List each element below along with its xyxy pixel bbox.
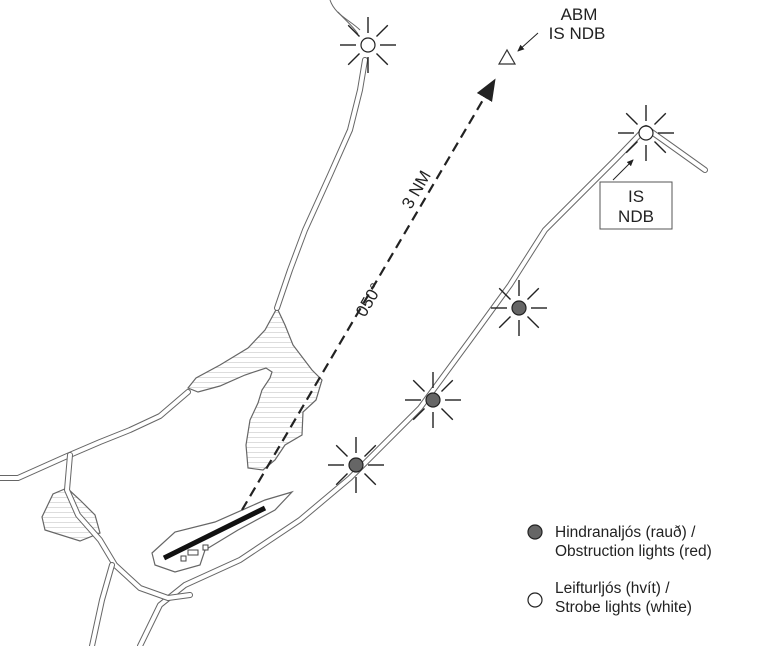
obstruction-light-icon [405, 372, 461, 428]
strobe-light-icon [340, 17, 396, 73]
strobe-light-icon [618, 105, 674, 161]
abm-ndb-label: IS NDB [549, 24, 606, 43]
runway [162, 505, 267, 561]
light-ray [440, 407, 454, 421]
light-ray [363, 444, 377, 458]
abm-pointer [517, 32, 539, 52]
light-ray [347, 24, 361, 38]
ndb-pointer [612, 159, 634, 181]
obstruction-light-dot [425, 392, 441, 408]
light-ray [653, 112, 667, 126]
light-ray [335, 444, 349, 458]
legend-obstruction-line1: Hindranaljós (rauð) / [555, 524, 696, 541]
lake-main [187, 306, 323, 471]
legend-strobe-line2: Strobe lights (white) [555, 599, 692, 616]
ndb-triangle-icon [497, 48, 517, 65]
obstruction-light-dot [348, 457, 364, 473]
light-ray [526, 287, 540, 301]
light-ray [526, 315, 540, 329]
obstruction-light-dot [511, 300, 527, 316]
obstruction-light-icon [328, 437, 384, 493]
strobe-light-dot [360, 37, 376, 53]
light-ray [363, 472, 377, 486]
light-ray [440, 379, 454, 393]
light-ray [375, 52, 389, 66]
light-ray [347, 52, 361, 66]
light-ray [498, 287, 512, 301]
light-ray [625, 112, 639, 126]
strobe-light-dot [638, 125, 654, 141]
airport-buildings [180, 544, 209, 562]
light-ray [375, 24, 389, 38]
legend-obstruction-line2: Obstruction lights (red) [555, 543, 712, 560]
obstruction-light-legend-icon [527, 524, 543, 540]
light-ray [653, 140, 667, 154]
light-ray [412, 379, 426, 393]
bearing-label: 050° [352, 280, 386, 320]
roads [0, 0, 708, 646]
strobe-light-legend-icon [527, 592, 543, 608]
obstruction-light-icon [491, 280, 547, 336]
light-ray [412, 407, 426, 421]
legend: Hindranaljós (rauð) / Obstruction lights… [527, 524, 712, 616]
light-ray [498, 315, 512, 329]
ndb-box-line1: IS [628, 187, 644, 206]
legend-strobe-line1: Leifturljós (hvít) / [555, 580, 670, 597]
abm-label: ABM [561, 5, 598, 24]
approach-track [241, 78, 496, 511]
light-ray [625, 140, 639, 154]
ndb-label-box [599, 181, 673, 230]
ndb-box-line2: NDB [618, 207, 654, 226]
light-ray [335, 472, 349, 486]
